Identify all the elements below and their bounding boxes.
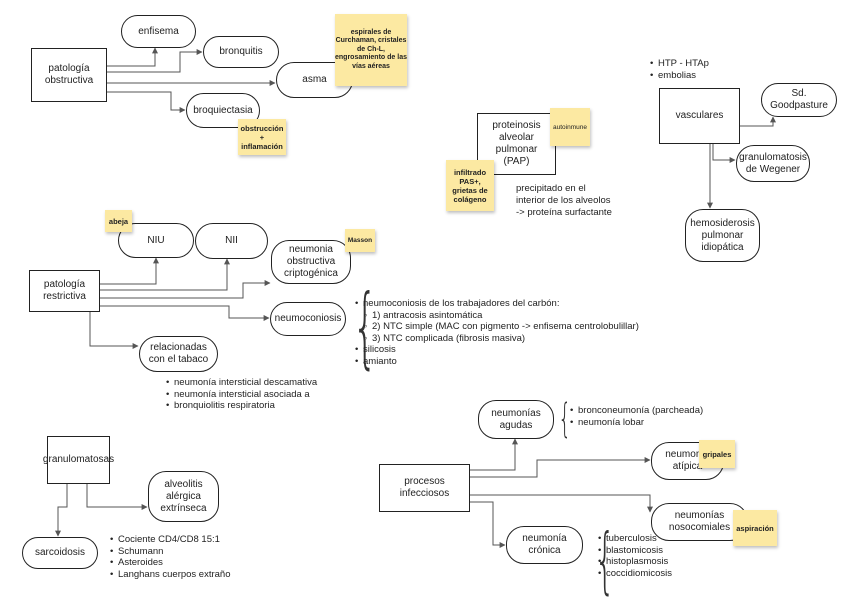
list-item: 3) NTC complicada (fibrosis masiva) <box>355 333 639 345</box>
node-alveolitis-alergica: alveolitis alérgica extrínseca <box>148 471 219 522</box>
list-item: silicosis <box>355 344 639 356</box>
arrow-infecciosos-nosocomiales <box>470 494 653 513</box>
list-item: 1) antracosis asintomática <box>355 310 639 322</box>
list-item: Langhans cuerpos extraño <box>110 569 231 581</box>
list-item: neumonía intersticial asociada a <box>166 389 317 401</box>
list-item: 2) NTC simple (MAC con pigmento -> enfis… <box>355 321 639 333</box>
list-item: histoplasmosis <box>598 556 672 568</box>
node-broquiectasia: broquiectasia <box>186 93 260 128</box>
node-bronquitis: bronquitis <box>203 36 279 68</box>
node-hemosiderosis: hemosiderosis pulmonar idiopática <box>685 209 760 262</box>
list-item: neumoconiosis de los trabajadores del ca… <box>355 298 639 310</box>
agudas-list: bronconeumonía (parcheada) neumonía loba… <box>570 405 703 428</box>
arrow-restrictiva-neumoconiosis <box>100 305 270 321</box>
arrow-restrictiva-tabaco <box>89 312 139 349</box>
list-item: Asteroides <box>110 557 231 569</box>
arrow-restrictiva-nii <box>100 258 230 291</box>
node-sarcoidosis: sarcoidosis <box>22 537 98 569</box>
list-item: Cociente CD4/CD8 15:1 <box>110 534 231 546</box>
neumoconiosis-list: neumoconiosis de los trabajadores del ca… <box>355 298 639 367</box>
node-granulomatosas: granulomatosas <box>43 436 114 484</box>
node-neumoconiosis: neumoconiosis <box>270 302 346 336</box>
node-patologia-restrictiva: patología restrictiva <box>29 270 100 312</box>
arrow-vasculares-wegener <box>712 144 736 163</box>
node-granulomatosis-wegener: granulomatosis de Wegener <box>736 145 810 182</box>
arrow-obstructiva-enfisema <box>107 47 158 67</box>
arrow-vasculares-goodpasture <box>740 116 776 127</box>
node-vasculares: vasculares <box>659 88 740 144</box>
list-item: blastomicosis <box>598 545 672 557</box>
list-item: amianto <box>355 356 639 368</box>
sarcoidosis-list: Cociente CD4/CD8 15:1 Schumann Asteroide… <box>110 534 231 580</box>
arrow-obstructiva-broquiectasia <box>107 91 186 113</box>
arrow-restrictiva-neumonia-obstructiva <box>100 280 271 299</box>
sticky-note-masson: Masson <box>345 229 375 252</box>
node-procesos-infecciosos: procesos infecciosos <box>379 464 470 512</box>
arrow-restrictiva-niu <box>100 257 159 285</box>
list-item: bronquiolitis respiratoria <box>166 400 317 412</box>
sticky-note-infiltrado: infiltrado PAS+, grietas de colágeno <box>446 160 494 211</box>
list-item: neumonía lobar <box>570 417 703 429</box>
pap-description: precipitado en el interior de los alveol… <box>516 183 612 218</box>
list-item: HTP - HTAp <box>650 58 709 70</box>
node-patologia-obstructiva: patología obstructiva <box>31 48 107 102</box>
arrow-granulomatosas-alveolitis <box>86 482 148 510</box>
bracket-agudas: { <box>558 396 572 442</box>
list-item: embolias <box>650 70 709 82</box>
arrow-infecciosos-agudas <box>470 438 518 471</box>
arrow-granulomatosas-sarcoidosis <box>55 484 68 537</box>
sticky-note-autoinmune: autoinmune <box>550 108 590 146</box>
node-enfisema: enfisema <box>121 15 196 48</box>
node-relacionadas-tabaco: relacionadas con el tabaco <box>139 336 218 372</box>
sticky-note-aspiracion: aspiración <box>733 510 777 546</box>
list-item: neumonía intersticial descamativa <box>166 377 317 389</box>
sticky-note-asma: espirales de Curchaman, cristales de Ch-… <box>335 14 407 86</box>
list-item: coccidiomicosis <box>598 568 672 580</box>
tabaco-list: neumonía intersticial descamativa neumon… <box>166 377 317 412</box>
list-item: tuberculosis <box>598 533 672 545</box>
sticky-note-gripales: gripales <box>699 440 735 468</box>
arrow-infecciosos-cronica <box>470 501 506 548</box>
sticky-note-abeja: abeja <box>105 210 132 232</box>
cronica-list: tuberculosis blastomicosis histoplasmosi… <box>598 533 672 579</box>
node-neumonia-cronica: neumonía crónica <box>506 526 583 564</box>
arrow-obstructiva-bronquitis <box>107 49 203 73</box>
list-item: Schumann <box>110 546 231 558</box>
vascular-bullet-list: HTP - HTAp embolias <box>650 58 709 81</box>
arrow-infecciosos-atipica <box>470 457 651 478</box>
node-nii: NII <box>195 223 268 259</box>
node-neumonia-obstructiva-criptogenica: neumonia obstructiva criptogénica <box>271 240 351 284</box>
node-sd-goodpasture: Sd. Goodpasture <box>761 83 837 117</box>
node-neumonias-agudas: neumonías agudas <box>478 400 554 439</box>
sticky-note-broquiectasia: obstrucción + inflamación <box>238 119 286 155</box>
list-item: bronconeumonía (parcheada) <box>570 405 703 417</box>
